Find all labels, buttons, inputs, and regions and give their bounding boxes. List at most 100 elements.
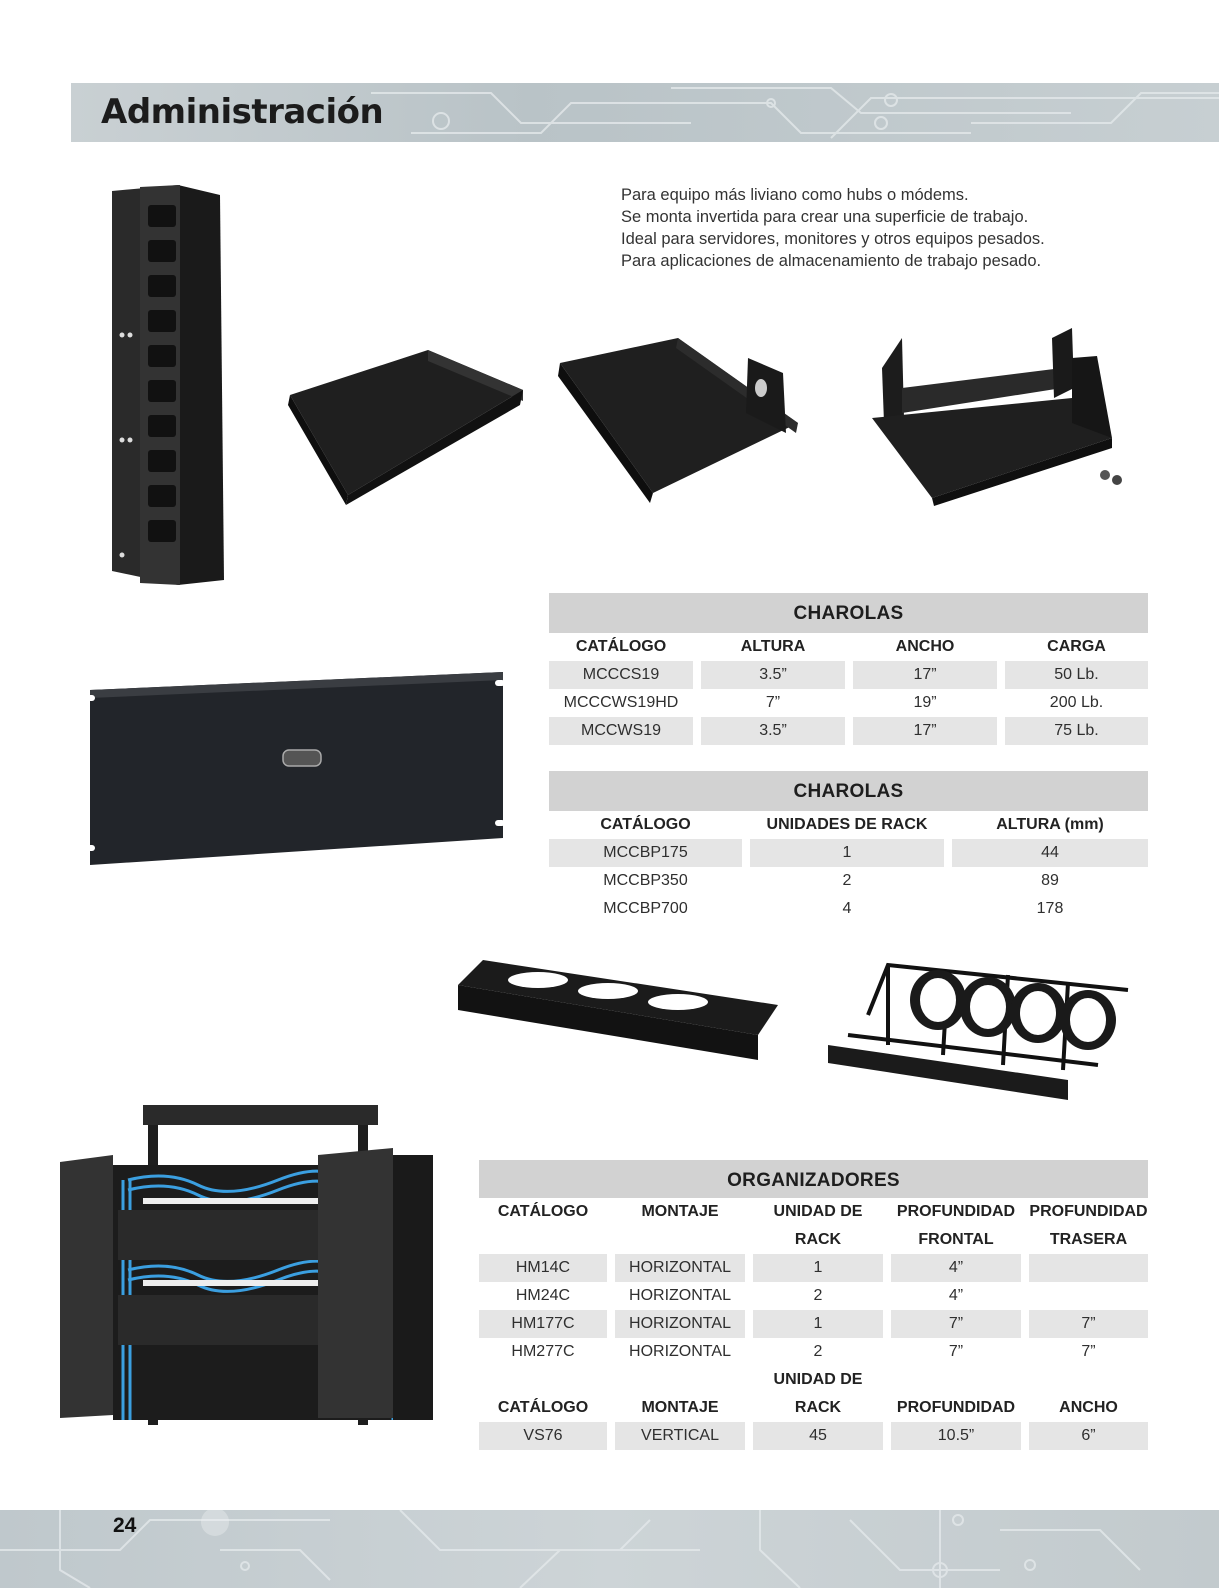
column-header: RACK	[794, 1399, 842, 1416]
column-header: PROFUNDIDAD	[896, 1203, 1016, 1220]
table-cell: MCCBP350	[603, 872, 688, 889]
table-cell: MCCCS19	[549, 661, 693, 689]
rack-image	[48, 1100, 468, 1425]
table-header-row: UNIDAD DE	[479, 1366, 1148, 1394]
column-header: UNIDAD DE	[773, 1371, 863, 1388]
table-cell: 178	[1036, 900, 1064, 917]
table-row: MCCCS19 3.5” 17” 50 Lb.	[549, 661, 1148, 689]
table-row: MCCBP700 4 178	[549, 895, 1148, 923]
column-header: TRASERA	[1049, 1231, 1128, 1248]
table-cell: 7”	[891, 1310, 1021, 1338]
vertical-cable-manager-image	[100, 185, 230, 595]
table-cell: 6”	[1029, 1422, 1148, 1450]
table-cell: 2	[813, 1287, 823, 1304]
column-header: MONTAJE	[641, 1203, 719, 1220]
table-row: MCCCWS19HD 7” 19” 200 Lb.	[549, 689, 1148, 717]
column-header: UNIDADES DE RACK	[766, 816, 928, 833]
table-header-row: CATÁLOGO MONTAJE RACK PROFUNDIDAD ANCHO	[479, 1394, 1148, 1422]
table-cell: HM177C	[479, 1310, 607, 1338]
table-cell: 7”	[1029, 1310, 1148, 1338]
table-title: CHAROLAS	[549, 593, 1148, 633]
header-banner: Administración	[71, 83, 1219, 142]
table-cell: HM277C	[511, 1343, 575, 1360]
column-header: PROFUNDIDAD	[896, 1399, 1016, 1416]
table-row: VS76 VERTICAL 45 10.5” 6”	[479, 1422, 1148, 1450]
table-cell: 2	[813, 1343, 823, 1360]
circuit-pattern-icon	[371, 87, 1219, 139]
table-cell	[1029, 1254, 1148, 1282]
column-header: ANCHO	[1059, 1399, 1118, 1416]
table-cell: 1	[753, 1254, 883, 1282]
column-header	[479, 1226, 607, 1254]
shelf-image-3	[872, 328, 1137, 508]
table-cell: MCCBP175	[549, 839, 742, 867]
table-cell: MCCBP700	[603, 900, 688, 917]
column-header: CATÁLOGO	[497, 1399, 589, 1416]
table-cell: HORIZONTAL	[615, 1310, 745, 1338]
table-cell: 7”	[1081, 1343, 1096, 1360]
table-cell: MCCCWS19HD	[563, 694, 679, 711]
table-charolas-load: CHAROLAS CATÁLOGO ALTURA ANCHO CARGA MCC…	[549, 593, 1148, 745]
column-header: ALTURA	[740, 638, 806, 655]
column-header: ALTURA (mm)	[996, 816, 1104, 833]
table-row: MCCBP175 1 44	[549, 839, 1148, 867]
table-cell: 200 Lb.	[1049, 694, 1104, 711]
column-header	[891, 1366, 1021, 1394]
table-row: HM24C HORIZONTAL 2 4”	[479, 1282, 1148, 1310]
table-cell: HORIZONTAL	[615, 1254, 745, 1282]
column-header: FRONTAL	[918, 1231, 994, 1248]
column-header	[615, 1366, 745, 1394]
table-cell: 7”	[765, 694, 781, 711]
table-row: MCCWS19 3.5” 17” 75 Lb.	[549, 717, 1148, 745]
table-row: HM177C HORIZONTAL 1 7” 7”	[479, 1310, 1148, 1338]
intro-line: Para aplicaciones de almacenamiento de t…	[621, 252, 1042, 270]
table-cell: 3.5”	[701, 661, 845, 689]
intro-line: Se monta invertida para crear una superf…	[621, 208, 1029, 226]
circuit-pattern-icon	[0, 1510, 1141, 1588]
table-cell: MCCWS19	[549, 717, 693, 745]
table-cell: 2	[842, 872, 852, 889]
footer-banner	[0, 1510, 1219, 1588]
column-header: MONTAJE	[641, 1399, 719, 1416]
page-number: 24	[113, 1514, 137, 1537]
horizontal-cable-manager-image-2	[828, 955, 1143, 1125]
table-header-row: RACK FRONTAL TRASERA	[479, 1226, 1148, 1254]
table-row: HM14C HORIZONTAL 1 4”	[479, 1254, 1148, 1282]
table-cell: 50 Lb.	[1005, 661, 1148, 689]
shelf-image-2	[558, 338, 803, 503]
table-header-row: CATÁLOGO MONTAJE UNIDAD DE PROFUNDIDAD P…	[479, 1198, 1148, 1226]
table-header-row: CATÁLOGO ALTURA ANCHO CARGA	[549, 633, 1148, 661]
table-cell: 4”	[948, 1287, 964, 1304]
table-charolas-rack-units: CHAROLAS CATÁLOGO UNIDADES DE RACK ALTUR…	[549, 771, 1148, 923]
column-header: PROFUNDIDAD	[1029, 1203, 1148, 1220]
table-cell: 10.5”	[891, 1422, 1021, 1450]
page-title: Administración	[101, 92, 384, 132]
table-organizadores: ORGANIZADORES CATÁLOGO MONTAJE UNIDAD DE…	[479, 1160, 1148, 1450]
table-cell: 1	[753, 1310, 883, 1338]
intro-line: Para equipo más liviano como hubs o móde…	[621, 186, 969, 204]
column-header: CATÁLOGO	[600, 816, 691, 833]
shelf-image-1	[288, 345, 533, 510]
table-cell: HM24C	[515, 1287, 571, 1304]
column-header	[1029, 1366, 1148, 1394]
table-cell: 75 Lb.	[1005, 717, 1148, 745]
table-cell: 44	[952, 839, 1148, 867]
table-row: HM277C HORIZONTAL 2 7” 7”	[479, 1338, 1148, 1366]
table-cell: 4”	[891, 1254, 1021, 1282]
table-cell: VERTICAL	[615, 1422, 745, 1450]
table-cell: HORIZONTAL	[629, 1343, 731, 1360]
blank-panel-image	[85, 670, 505, 865]
column-header: UNIDAD DE	[773, 1203, 863, 1220]
table-row: MCCBP350 2 89	[549, 867, 1148, 895]
intro-line: Ideal para servidores, monitores y otros…	[621, 230, 1045, 248]
table-cell	[1029, 1282, 1148, 1310]
table-cell: 7”	[948, 1343, 964, 1360]
table-cell: 45	[753, 1422, 883, 1450]
table-cell: HORIZONTAL	[629, 1287, 731, 1304]
column-header	[479, 1366, 607, 1394]
column-header	[615, 1226, 745, 1254]
table-cell: 1	[750, 839, 944, 867]
table-cell: 19”	[913, 694, 937, 711]
table-cell: VS76	[479, 1422, 607, 1450]
column-header: CARGA	[1047, 638, 1106, 655]
